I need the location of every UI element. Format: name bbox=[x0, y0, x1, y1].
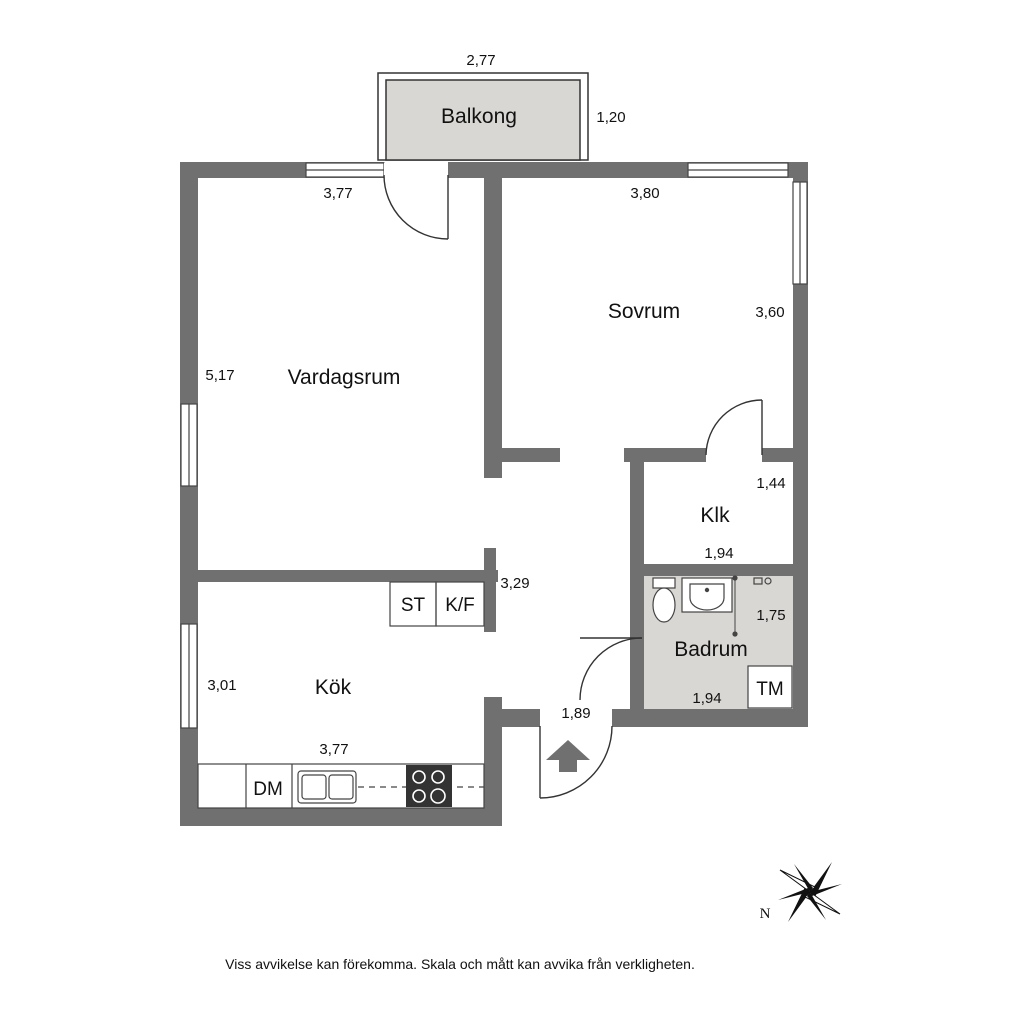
balcony bbox=[377, 72, 589, 161]
fixture-label-kf: K/F bbox=[445, 595, 475, 616]
compass-north-label: N bbox=[760, 906, 771, 922]
dim-klk-width: 1,94 bbox=[704, 545, 733, 562]
disclaimer-text: Viss avvikelse kan förekomma. Skala och … bbox=[225, 956, 695, 972]
dim-sovrum-length: 3,60 bbox=[755, 304, 784, 321]
toilet-icon bbox=[652, 577, 676, 623]
dim-kok-length: 3,01 bbox=[207, 677, 236, 694]
windows bbox=[180, 162, 808, 729]
shower-icon bbox=[732, 575, 772, 637]
dim-entre-width: 1,89 bbox=[561, 705, 590, 722]
sink-icon bbox=[681, 577, 733, 613]
room-label-badrum: Badrum bbox=[674, 638, 748, 661]
dim-sovrum-width: 3,80 bbox=[630, 185, 659, 202]
fixture-label-tm: TM bbox=[756, 679, 783, 700]
entrance-arrow-icon bbox=[546, 740, 590, 772]
room-label-klk: Klk bbox=[700, 504, 730, 527]
kitchen-fixtures bbox=[197, 581, 485, 809]
dim-klk-length: 1,44 bbox=[756, 475, 785, 492]
room-label-balkong: Balkong bbox=[441, 105, 517, 128]
doors bbox=[383, 163, 763, 799]
dim-badrum-width: 1,94 bbox=[692, 690, 721, 707]
compass-rose-icon bbox=[778, 862, 842, 922]
dim-vardagsrum-length: 5,17 bbox=[205, 367, 234, 384]
room-label-vardagsrum: Vardagsrum bbox=[288, 366, 401, 389]
room-label-sovrum: Sovrum bbox=[608, 300, 680, 323]
dim-balkong-depth: 1,20 bbox=[596, 109, 625, 126]
stove-icon bbox=[406, 765, 452, 807]
fixture-label-st: ST bbox=[401, 595, 426, 616]
room-label-kok: Kök bbox=[315, 676, 352, 699]
dim-badrum-length: 1,75 bbox=[756, 607, 785, 624]
walls bbox=[180, 162, 808, 826]
dim-balkong-width: 2,77 bbox=[466, 52, 495, 69]
dim-hall-length: 3,29 bbox=[500, 575, 529, 592]
dim-kok-width: 3,77 bbox=[319, 741, 348, 758]
fixture-label-dm: DM bbox=[253, 779, 283, 800]
dim-vardagsrum-width: 3,77 bbox=[323, 185, 352, 202]
bathroom-fixtures bbox=[652, 575, 793, 709]
